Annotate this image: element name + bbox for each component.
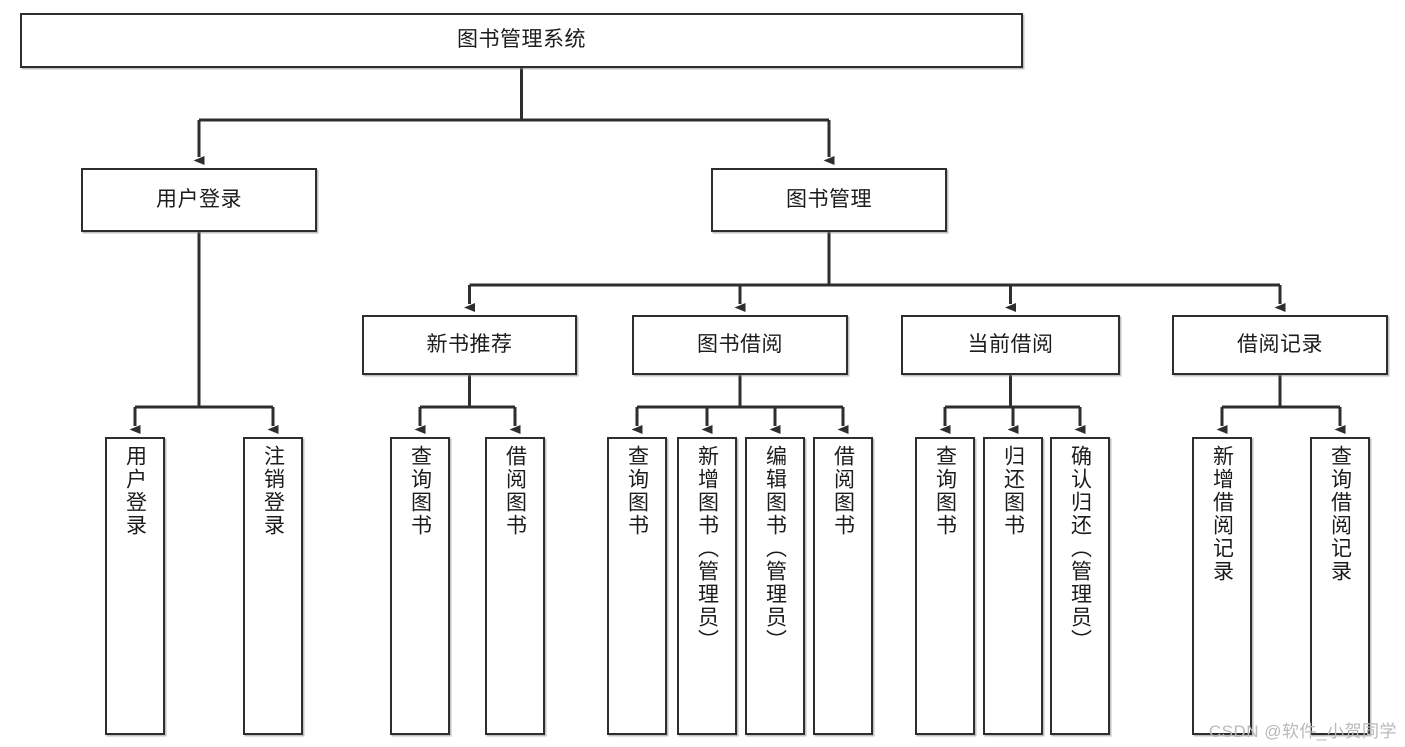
- node-login[interactable]: 用户登录: [81, 168, 317, 232]
- node-leaf-3[interactable]: 查询图书: [390, 437, 450, 735]
- node-leaf-8[interactable]: 借阅图书: [813, 437, 873, 735]
- node-label: 查询图书: [625, 445, 649, 537]
- node-label: 新书推荐: [426, 332, 513, 356]
- node-borrow[interactable]: 图书借阅: [632, 315, 848, 375]
- node-newbook[interactable]: 新书推荐: [362, 315, 577, 375]
- node-current[interactable]: 当前借阅: [901, 315, 1120, 375]
- node-leaf-2[interactable]: 注销登录: [243, 437, 303, 735]
- node-root[interactable]: 图书管理系统: [20, 13, 1023, 68]
- node-label: 图书管理系统: [457, 28, 586, 52]
- node-label: 归还图书: [1001, 445, 1025, 537]
- node-label: 注销登录: [261, 445, 285, 537]
- node-label: 查询借阅记录: [1328, 445, 1352, 583]
- node-label: 新增借阅记录: [1210, 445, 1234, 583]
- node-label: 借阅记录: [1237, 332, 1323, 356]
- node-records[interactable]: 借阅记录: [1172, 315, 1388, 375]
- node-label: 确认归还（管理员）: [1068, 445, 1092, 652]
- node-leaf-9[interactable]: 查询图书: [915, 437, 975, 735]
- csdn-watermark: CSDN @软件_小贺同学: [1208, 722, 1397, 741]
- node-label: 用户登录: [156, 187, 242, 211]
- node-label: 查询图书: [933, 445, 957, 537]
- node-label: 查询图书: [408, 445, 432, 537]
- node-label: 新增图书（管理员）: [695, 445, 719, 652]
- node-leaf-4[interactable]: 借阅图书: [485, 437, 545, 735]
- node-label: 借阅图书: [503, 445, 527, 537]
- node-leaf-12[interactable]: 新增借阅记录: [1192, 437, 1252, 735]
- node-leaf-13[interactable]: 查询借阅记录: [1310, 437, 1370, 735]
- node-leaf-7[interactable]: 编辑图书（管理员）: [745, 437, 805, 735]
- node-label: 当前借阅: [967, 332, 1054, 356]
- node-leaf-6[interactable]: 新增图书（管理员）: [677, 437, 737, 735]
- node-leaf-5[interactable]: 查询图书: [607, 437, 667, 735]
- node-leaf-1[interactable]: 用户登录: [105, 437, 165, 735]
- node-label: 图书借阅: [697, 332, 783, 356]
- node-label: 图书管理: [786, 187, 872, 211]
- node-leaf-11[interactable]: 确认归还（管理员）: [1050, 437, 1110, 735]
- node-label: 用户登录: [123, 445, 147, 537]
- node-bookmgmt[interactable]: 图书管理: [711, 168, 947, 232]
- node-leaf-10[interactable]: 归还图书: [983, 437, 1043, 735]
- node-label: 编辑图书（管理员）: [763, 445, 787, 652]
- node-label: 借阅图书: [831, 445, 855, 537]
